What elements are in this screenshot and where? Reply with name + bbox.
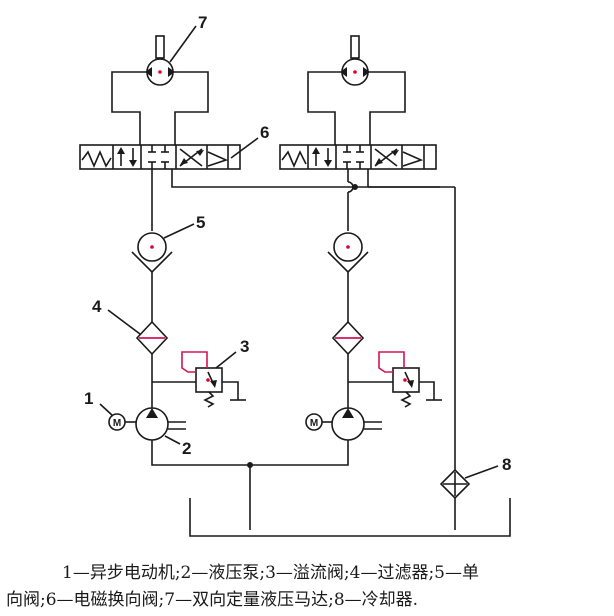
caption-line-2: 向阀;6—电磁换向阀;7—双向定量液压马达;8—冷却器. — [6, 590, 419, 610]
label-8: 8 — [502, 455, 511, 474]
left-circuit — [79, 35, 440, 466]
label-2: 2 — [182, 439, 191, 458]
figure-caption: 1—异步电动机;2—液压泵;3—溢流阀;4—过滤器;5—单 向阀;6—电磁换向阀… — [6, 560, 606, 614]
motor-symbol-label: M — [310, 418, 318, 429]
caption-line-1: 1—异步电动机;2—液压泵;3—溢流阀;4—过滤器;5—单 — [62, 563, 479, 583]
right-circuit — [279, 35, 442, 441]
oil-filter — [135, 320, 169, 356]
check-valve — [327, 232, 369, 274]
oil-tank — [189, 498, 511, 537]
label-6: 6 — [260, 123, 269, 142]
hydraulic-pump — [331, 407, 382, 441]
relief-valve — [348, 351, 442, 408]
label-5: 5 — [196, 213, 205, 232]
hydraulic-circuit-diagram: M M 1 2 3 4 5 6 7 8 — [79, 13, 511, 537]
relief-valve — [152, 351, 246, 408]
electric-motor — [108, 413, 136, 431]
label-3: 3 — [240, 337, 249, 356]
label-7: 7 — [198, 13, 207, 32]
oil-cooler — [439, 468, 471, 500]
bidirectional-hydraulic-motor — [340, 35, 370, 86]
electric-motor — [305, 413, 332, 431]
hydraulic-pump — [135, 407, 186, 441]
motor-symbol-label: M — [113, 418, 121, 429]
solenoid-directional-valve — [79, 144, 241, 170]
label-1: 1 — [84, 389, 93, 408]
oil-filter — [331, 320, 365, 356]
solenoid-directional-valve — [279, 144, 437, 170]
label-4: 4 — [92, 297, 102, 316]
check-valve — [131, 232, 173, 274]
